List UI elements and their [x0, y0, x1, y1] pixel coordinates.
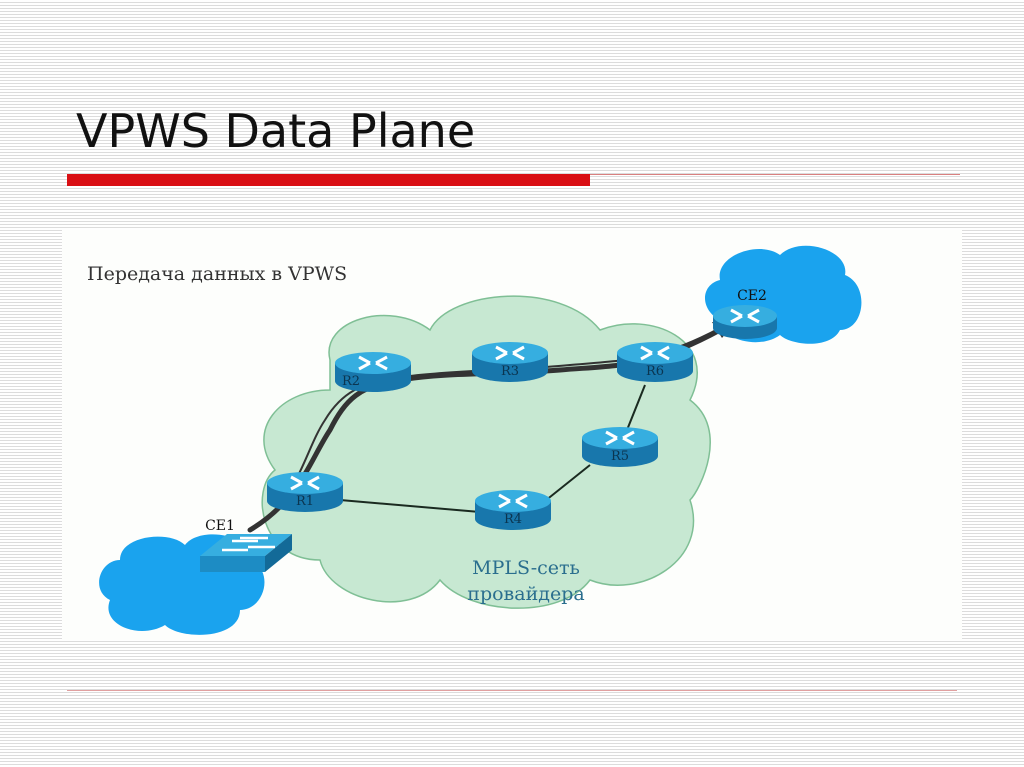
title-underline-bar	[67, 174, 590, 186]
router-r2[interactable]: R2	[335, 352, 411, 392]
router-r5[interactable]: R5	[582, 427, 658, 467]
ce1-label: CE1	[205, 518, 235, 534]
diagram-caption: Передача данных в VPWS	[87, 263, 347, 285]
router-arrows-icon	[730, 308, 760, 324]
router-arrows-icon	[498, 493, 528, 509]
mpls-label-line1: MPLS-сеть	[472, 557, 580, 579]
title-underline-line	[590, 174, 960, 175]
router-ce2[interactable]	[713, 305, 777, 339]
footer-line	[67, 690, 957, 691]
router-label: R4	[504, 512, 522, 527]
router-r3[interactable]: R3	[472, 342, 548, 382]
router-label: R5	[611, 449, 629, 464]
router-r6[interactable]: R6	[617, 342, 693, 382]
switch-arrows-icon	[222, 536, 275, 552]
router-label: R3	[501, 364, 519, 379]
ce2-label: CE2	[737, 288, 767, 304]
router-arrows-icon	[358, 355, 388, 371]
switch-ce1[interactable]	[200, 534, 292, 572]
slide-title: VPWS Data Plane	[76, 104, 476, 158]
router-arrows-icon	[605, 430, 635, 446]
router-arrows-icon	[290, 475, 320, 491]
router-label: R2	[342, 374, 360, 389]
router-label: R1	[296, 494, 314, 509]
router-r1[interactable]: R1	[267, 472, 343, 512]
link-r1-r4	[339, 499, 481, 513]
link-r5-r6	[624, 384, 646, 436]
router-label: R6	[646, 364, 664, 379]
router-r4[interactable]: R4	[475, 490, 551, 530]
router-arrows-icon	[495, 345, 525, 361]
router-arrows-icon	[640, 345, 670, 361]
mpls-label-line2: провайдера	[467, 583, 584, 605]
vpws-diagram: Передача данных в VPWS MPLS-сеть провайд…	[62, 230, 962, 640]
